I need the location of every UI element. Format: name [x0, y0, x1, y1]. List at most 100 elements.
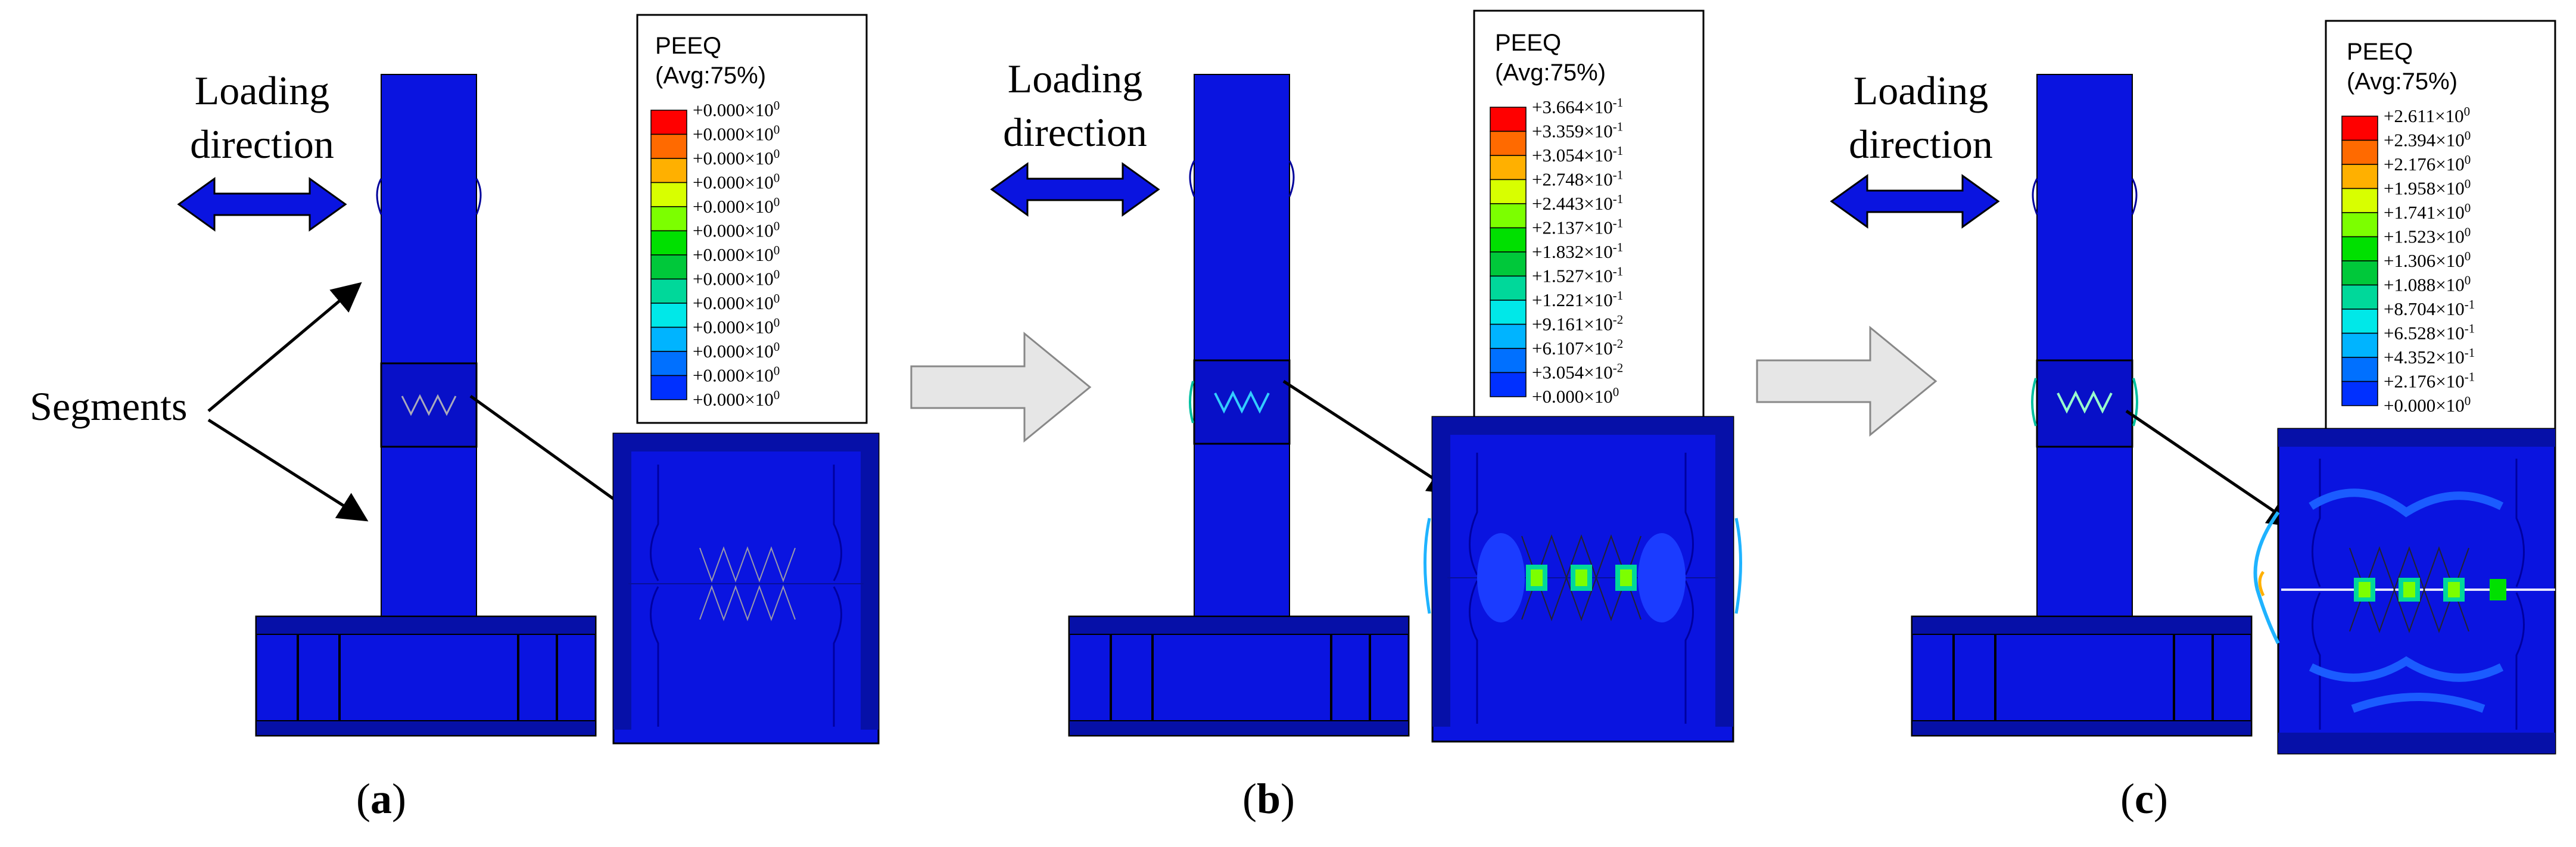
- colorbar-swatch: [1490, 155, 1527, 180]
- colorbar-swatch: [650, 375, 687, 400]
- legend-value: +3.054×10-1: [1532, 144, 1623, 166]
- legend-value: +0.000×100: [693, 243, 780, 265]
- zoom-view-a: [612, 432, 880, 745]
- colorbar-swatch: [1490, 107, 1527, 132]
- colorbar-swatch: [650, 158, 687, 183]
- hotspots-b: [1526, 565, 1637, 591]
- legend-value: +8.704×10-1: [2384, 297, 2475, 319]
- legend-value: +1.741×100: [2384, 201, 2471, 223]
- colorbar-swatch: [2341, 164, 2378, 189]
- colorbar-swatch: [650, 351, 687, 376]
- legend-value: +0.000×100: [693, 340, 780, 362]
- colorbar-swatch: [1490, 227, 1527, 253]
- segment-zone-c: [2036, 359, 2133, 448]
- loading-label-b-line1: Loading: [1008, 56, 1143, 101]
- colorbar-swatch: [1490, 323, 1527, 349]
- legend-value: +2.394×100: [2384, 129, 2471, 151]
- legend-value: +2.748×10-1: [1532, 168, 1623, 190]
- legend-c-title: PEEQ: [2347, 39, 2413, 65]
- loading-label-a-line2: direction: [190, 122, 334, 167]
- colorbar-swatch: [650, 133, 687, 159]
- colorbar-swatch: [1490, 348, 1527, 373]
- colorbar-swatch: [1490, 300, 1527, 325]
- legend-value: +1.523×100: [2384, 225, 2471, 247]
- colorbar-swatch: [650, 326, 687, 352]
- colorbar-swatch: [650, 206, 687, 232]
- colorbar-swatch: [650, 182, 687, 207]
- legend-b: PEEQ (Avg:75%) +3.664×10-1+3.359×10-1+3.…: [1473, 10, 1705, 420]
- panel-b: Loading direction PEEQ (Avg:75%) +3.664×…: [990, 10, 1742, 823]
- legend-c-subtitle: (Avg:75%): [2347, 68, 2457, 95]
- colorbar-swatch: [2341, 332, 2378, 358]
- loading-label-b-line2: direction: [1003, 110, 1147, 155]
- zoom-view-c: [2253, 428, 2556, 755]
- loading-arrow-b: [990, 162, 1160, 217]
- base-beam-b: [1068, 615, 1410, 737]
- segments-label: Segments: [30, 384, 187, 429]
- legend-value: +2.443×10-1: [1532, 192, 1623, 214]
- legend-value: +6.107×10-2: [1532, 337, 1623, 359]
- legend-value: +0.000×100: [693, 316, 780, 338]
- legend-b-title: PEEQ: [1495, 30, 1561, 56]
- colorbar-swatch: [2341, 116, 2378, 141]
- zoom-arrow-b: [1282, 379, 1459, 495]
- panel-c: Loading direction PEEQ (Avg:75%) +2.611×…: [1830, 20, 2556, 823]
- colorbar-swatch: [650, 254, 687, 280]
- legend-value: +0.000×100: [693, 388, 780, 410]
- panel-label-b: (b): [1242, 775, 1295, 823]
- legend-value: +2.176×10-1: [2384, 370, 2475, 392]
- panel-label-c: (c): [2120, 775, 2168, 823]
- colorbar-swatch: [1490, 179, 1527, 204]
- legend-value: +1.527×10-1: [1532, 264, 1623, 287]
- segments-arrow-lower: [207, 418, 369, 522]
- legend-value: +0.000×100: [693, 364, 780, 386]
- zoom-arrow-c: [2125, 409, 2298, 528]
- colorbar-swatch: [1490, 275, 1527, 301]
- legend-value: +1.221×10-1: [1532, 288, 1623, 310]
- panel-a: Loading direction Segments PEEQ (Avg:75%…: [30, 14, 880, 823]
- legend-a-title: PEEQ: [655, 33, 721, 59]
- legend-value: +3.054×10-2: [1532, 361, 1623, 383]
- colorbar-swatch: [650, 230, 687, 256]
- colorbar-swatch: [650, 278, 687, 304]
- legend-value: +6.528×10-1: [2384, 322, 2475, 344]
- colorbar-swatch: [1490, 251, 1527, 277]
- legend-value: +1.306×100: [2384, 249, 2471, 271]
- legend-value: +0.000×100: [693, 267, 780, 289]
- colorbar-swatch: [2341, 236, 2378, 261]
- legend-b-subtitle: (Avg:75%): [1495, 60, 1606, 86]
- zoom-view-b: [1424, 416, 1742, 743]
- colorbar-swatch: [650, 303, 687, 328]
- colorbar-swatch: [2341, 188, 2378, 213]
- legend-value: +0.000×100: [693, 98, 780, 120]
- segments-arrow-upper: [207, 282, 362, 412]
- legend-value: +2.137×10-1: [1532, 216, 1623, 238]
- hotspots-c: [2354, 578, 2506, 602]
- base-beam-c: [1911, 615, 2253, 737]
- legend-value: +0.000×100: [693, 123, 780, 145]
- colorbar-swatch: [2341, 139, 2378, 165]
- legend-a-colorbar: [650, 110, 687, 400]
- legend-c-values: +2.611×100+2.394×100+2.176×100+1.958×100…: [2384, 104, 2475, 416]
- loading-label-a-line1: Loading: [195, 68, 330, 113]
- colorbar-swatch: [2341, 357, 2378, 382]
- progress-arrow-ab: [910, 331, 1092, 443]
- legend-value: +3.359×10-1: [1532, 120, 1623, 142]
- legend-value: +0.000×100: [693, 291, 780, 313]
- legend-value: +2.176×100: [2384, 152, 2471, 175]
- legend-value: +2.611×100: [2384, 104, 2470, 126]
- legend-value: +0.000×100: [2384, 394, 2471, 416]
- legend-value: +0.000×100: [693, 195, 780, 217]
- loading-label-c-line2: direction: [1849, 122, 1993, 167]
- segment-zone-a: [380, 362, 478, 448]
- legend-b-colorbar: [1490, 107, 1527, 397]
- legend-c-colorbar: [2341, 116, 2378, 406]
- legend-value: +1.832×10-1: [1532, 240, 1623, 262]
- progress-arrow-bc: [1756, 325, 1938, 437]
- legend-value: +0.000×100: [693, 219, 780, 241]
- legend-value: +0.000×100: [693, 147, 780, 169]
- loading-label-c-line1: Loading: [1854, 68, 1989, 113]
- colorbar-swatch: [2341, 309, 2378, 334]
- colorbar-swatch: [2341, 212, 2378, 238]
